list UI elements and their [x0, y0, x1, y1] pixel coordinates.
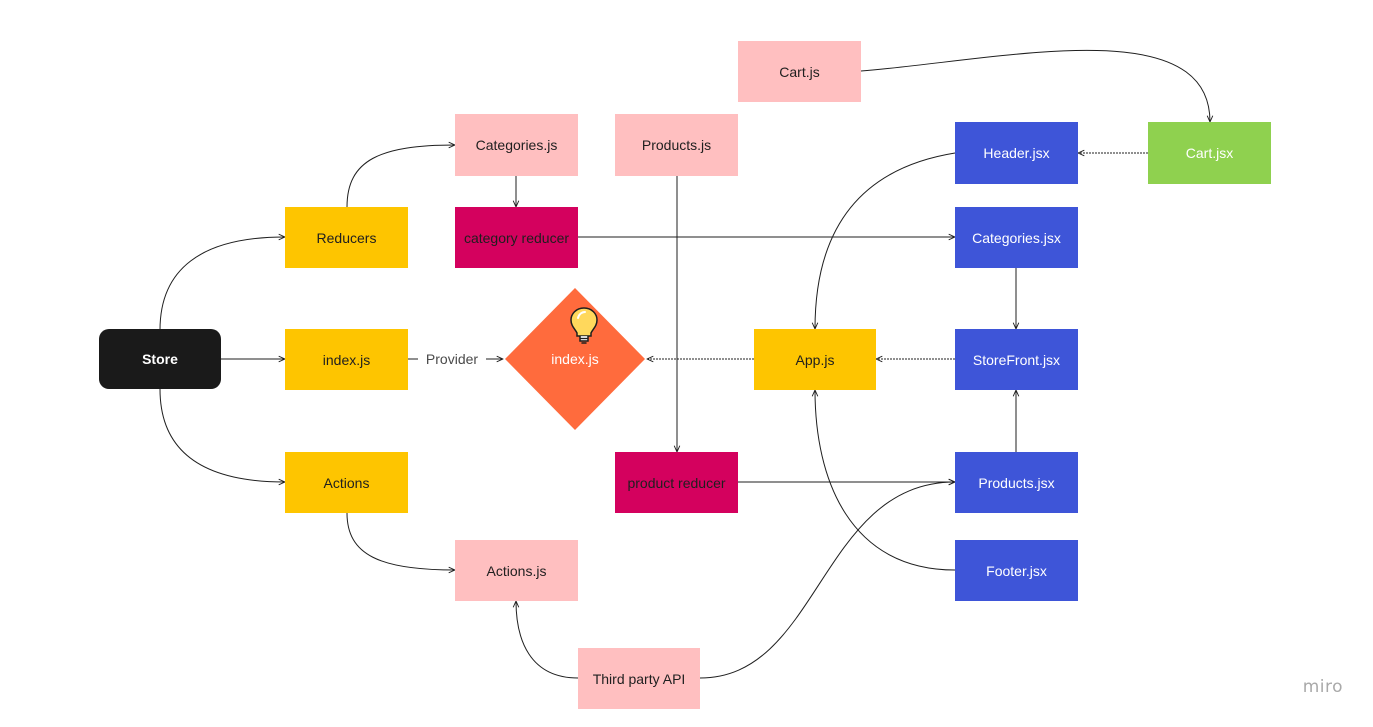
products-jsx-node[interactable]: Products.jsx — [955, 452, 1078, 513]
lightbulb-icon — [570, 307, 598, 344]
edge-cart-js-cart-jsx — [860, 49, 1210, 122]
cart-js-node[interactable]: Cart.js — [738, 41, 861, 102]
miro-watermark: miro — [1302, 677, 1343, 697]
footer-jsx-node[interactable]: Footer.jsx — [955, 540, 1078, 601]
reducers-node[interactable]: Reducers — [285, 207, 408, 268]
app-js-node[interactable]: App.js — [754, 329, 876, 390]
product-reducer-node[interactable]: product reducer — [615, 452, 738, 513]
cart-jsx-node[interactable]: Cart.jsx — [1148, 122, 1271, 184]
categories-js-node[interactable]: Categories.js — [455, 114, 578, 176]
storefront-jsx-node[interactable]: StoreFront.jsx — [955, 329, 1078, 390]
actions-js-node[interactable]: Actions.js — [455, 540, 578, 601]
provider-edge-label: Provider — [418, 350, 486, 368]
edge-store-reducers — [159, 237, 285, 331]
diamond-shape — [505, 288, 645, 430]
root-index-js-diamond[interactable]: index.js — [505, 288, 645, 430]
actions-node[interactable]: Actions — [285, 452, 408, 513]
store-index-js-node[interactable]: index.js — [285, 329, 408, 390]
third-party-api-node[interactable]: Third party API — [578, 648, 700, 709]
category-reducer-node[interactable]: category reducer — [455, 207, 578, 268]
products-js-node[interactable]: Products.js — [615, 114, 738, 176]
edge-store-actions — [159, 388, 285, 482]
categories-jsx-node[interactable]: Categories.jsx — [955, 207, 1078, 268]
edge-actions-actions-js — [346, 512, 455, 570]
edge-header-jsx-app-js — [815, 152, 956, 329]
edge-footer-jsx-app-js — [815, 390, 956, 571]
edge-api-actions-js — [516, 601, 579, 679]
edge-reducers-categories-js — [346, 145, 455, 208]
header-jsx-node[interactable]: Header.jsx — [955, 122, 1078, 184]
edge-api-products-jsx — [699, 482, 955, 679]
root-index-js-label: index.js — [551, 351, 599, 367]
store-node[interactable]: Store — [99, 329, 221, 389]
